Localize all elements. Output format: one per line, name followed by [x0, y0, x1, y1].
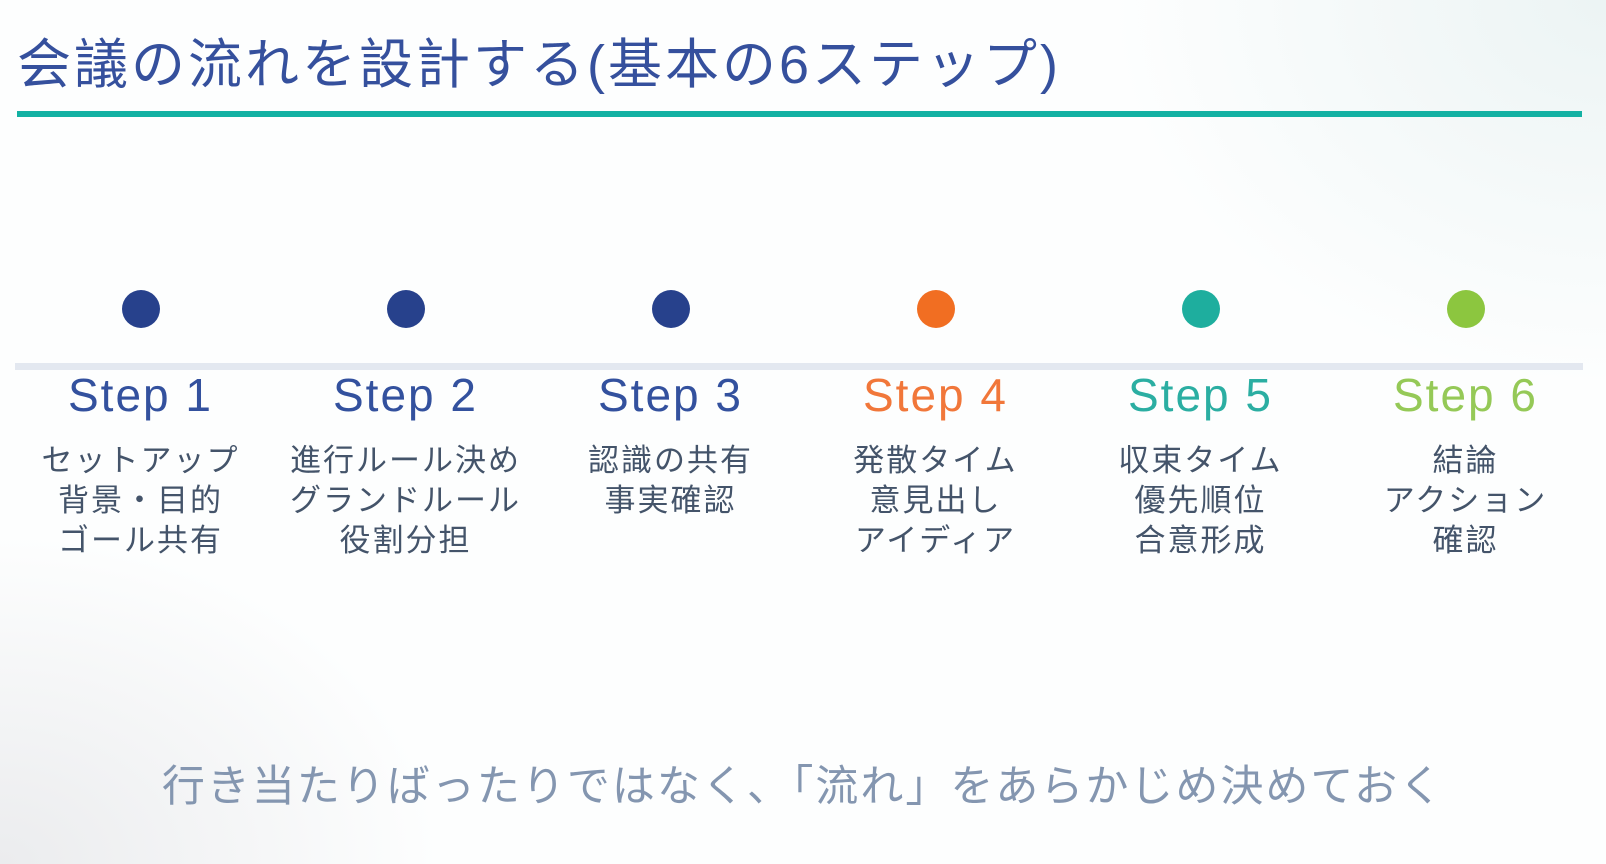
step-description-line: 役割分担 [339, 523, 472, 558]
step-description-line: グランドルール [290, 483, 521, 518]
step-description: 進行ルール決めグランドルール役割分担 [273, 441, 538, 561]
step-column-5: Step 5 収束タイム優先順位合意形成 [1068, 290, 1333, 561]
step-description-line: 事実確認 [604, 483, 737, 518]
timeline-bar [15, 363, 1583, 370]
step-label: Step 1 [68, 369, 213, 421]
step-description-line: 進行ルール決め [290, 443, 521, 478]
step-description: 収束タイム優先順位合意形成 [1068, 441, 1333, 561]
step-description-line: 合意形成 [1134, 523, 1267, 558]
step-dot-icon [1446, 290, 1485, 328]
slide-title: 会議の流れを設計する(基本の6ステップ) [17, 35, 1061, 95]
step-description: 発散タイム意見出しアイディア [803, 441, 1068, 561]
step-dot-icon [1181, 290, 1220, 328]
step-description-line: 背景・目的 [58, 483, 223, 518]
footer-message: 行き当たりばったりではなく、「流れ」をあらかじめ決めておく [161, 763, 1445, 811]
step-column-3: Step 3 認識の共有事実確認 [538, 290, 803, 561]
step-description-line: 収束タイム [1118, 443, 1283, 478]
step-dot-icon [121, 290, 160, 328]
step-label: Step 4 [863, 369, 1008, 421]
step-description-line: ゴール共有 [58, 523, 223, 558]
step-dot-icon [386, 290, 425, 328]
step-description-line: 確認 [1432, 523, 1499, 558]
step-column-2: Step 2 進行ルール決めグランドルール役割分担 [273, 290, 538, 561]
step-description-line: アクション [1383, 483, 1548, 518]
steps-row: Step 1 セットアップ背景・目的ゴール共有 Step 2 進行ルール決めグランドル… [8, 290, 1598, 561]
step-column-4: Step 4 発散タイム意見出しアイディア [803, 290, 1068, 561]
step-description-line: 結論 [1432, 443, 1499, 478]
step-description-line: 発散タイム [853, 443, 1018, 478]
step-description-line: セットアップ [41, 443, 240, 478]
step-description: 認識の共有事実確認 [538, 441, 803, 521]
title-underline [17, 111, 1582, 117]
step-description-line: 認識の共有 [588, 443, 753, 478]
step-label: Step 2 [333, 369, 478, 421]
step-label: Step 6 [1393, 369, 1538, 421]
step-description-line: 意見出し [869, 483, 1002, 518]
step-description-line: アイディア [854, 523, 1017, 558]
step-dot-icon [651, 290, 690, 328]
step-column-1: Step 1 セットアップ背景・目的ゴール共有 [8, 290, 273, 561]
step-description: セットアップ背景・目的ゴール共有 [8, 441, 273, 561]
step-description: 結論アクション確認 [1333, 441, 1598, 561]
step-label: Step 3 [598, 369, 743, 421]
step-column-6: Step 6 結論アクション確認 [1333, 290, 1598, 561]
step-dot-icon [916, 290, 955, 328]
step-description-line: 優先順位 [1134, 483, 1267, 518]
step-label: Step 5 [1128, 369, 1273, 421]
